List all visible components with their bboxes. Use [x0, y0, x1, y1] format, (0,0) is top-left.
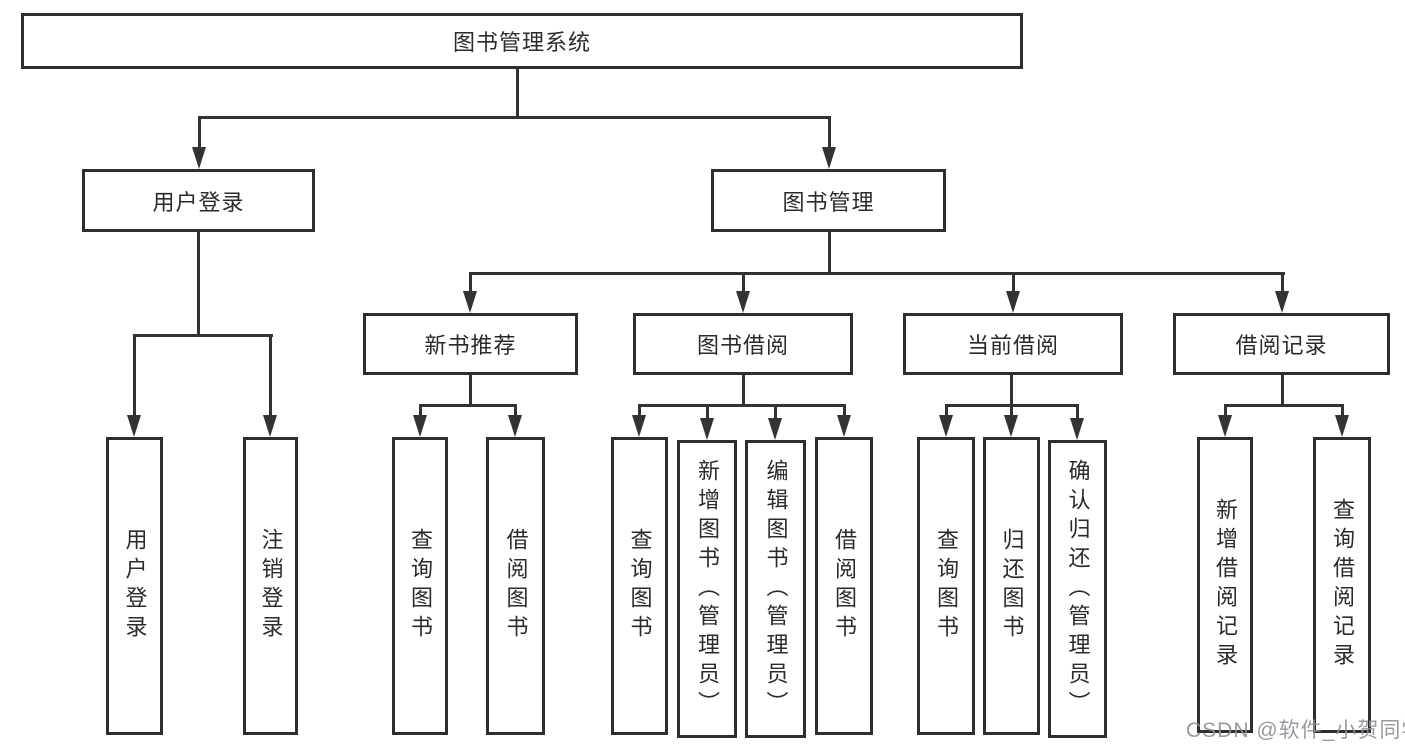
leaf-query-books-borrowing: 查询图书: [611, 437, 668, 735]
leaf-edit-book-admin: 编辑图书（管理员）: [745, 440, 806, 738]
connector-line: [1281, 375, 1284, 407]
leaf-edit-book-admin-label: 编辑图书（管理员）: [763, 458, 789, 720]
arrowhead-down: [508, 415, 522, 437]
leaf-add-book-admin: 新增图书（管理员）: [677, 440, 737, 738]
arrowhead-down: [263, 415, 277, 437]
connector-line: [197, 232, 200, 337]
leaf-logout-label: 注销登录: [258, 528, 284, 644]
leaf-query-books-newrec-label: 查询图书: [408, 528, 433, 644]
node-user-login-label: 用户登录: [152, 189, 245, 215]
leaf-logout: 注销登录: [243, 437, 298, 735]
leaf-query-books-newrec: 查询图书: [392, 437, 448, 735]
node-user-login: 用户登录: [82, 169, 315, 232]
connector-line: [843, 404, 846, 418]
connector-line: [1224, 404, 1344, 407]
leaf-user-login-label: 用户登录: [122, 528, 148, 644]
arrowhead-down: [939, 415, 953, 437]
node-new-book-recommend-label: 新书推荐: [424, 333, 517, 358]
node-book-management: 图书管理: [711, 169, 946, 232]
connector-line: [828, 116, 831, 149]
connector-line: [198, 116, 831, 119]
connector-line: [945, 404, 948, 418]
connector-line: [638, 404, 846, 407]
leaf-borrow-books-borrowing: 借阅图书: [815, 437, 873, 735]
node-borrowing-records: 借阅记录: [1173, 313, 1390, 375]
connector-line: [419, 404, 422, 418]
connector-line: [514, 404, 517, 418]
arrowhead-down: [1070, 418, 1084, 440]
leaf-confirm-return-admin-label: 确认归还（管理员）: [1065, 458, 1091, 720]
arrowhead-down: [413, 415, 427, 437]
arrowhead-down: [463, 291, 477, 313]
connector-line: [1281, 272, 1284, 294]
connector-line: [1010, 404, 1013, 418]
watermark: CSDN @软件_小贺同学: [1186, 719, 1405, 742]
connector-line: [742, 375, 745, 407]
connector-line: [269, 334, 272, 416]
arrowhead-down: [192, 147, 206, 169]
connector-line: [706, 404, 709, 418]
node-current-borrowing-label: 当前借阅: [966, 333, 1059, 358]
arrowhead-down: [736, 291, 750, 313]
connector-line: [133, 334, 136, 416]
connector-line: [1341, 404, 1344, 418]
connector-line: [742, 272, 745, 294]
connector-line: [516, 69, 519, 119]
connector-line: [1012, 272, 1015, 294]
leaf-query-books-current: 查询图书: [917, 437, 975, 735]
leaf-borrow-books-newrec: 借阅图书: [486, 437, 545, 735]
arrowhead-down: [127, 415, 141, 437]
connector-line: [469, 272, 1285, 275]
connector-line: [133, 334, 273, 337]
node-book-management-label: 图书管理: [782, 189, 875, 215]
connector-line: [828, 232, 831, 275]
arrowhead-down: [700, 418, 714, 440]
arrowhead-down: [1004, 415, 1018, 437]
arrowhead-down: [822, 147, 836, 169]
arrowhead-down: [632, 415, 646, 437]
leaf-add-borrow-record-label: 新增借阅记录: [1213, 498, 1238, 672]
connector-line: [419, 404, 517, 407]
connector-line: [469, 375, 472, 407]
node-new-book-recommend: 新书推荐: [363, 313, 578, 375]
node-current-borrowing: 当前借阅: [903, 313, 1123, 375]
leaf-user-login: 用户登录: [106, 437, 163, 735]
leaf-query-books-borrowing-label: 查询图书: [627, 528, 653, 644]
arrowhead-down: [768, 418, 782, 440]
node-book-borrowing: 图书借阅: [633, 313, 853, 375]
leaf-return-books: 归还图书: [983, 437, 1040, 735]
leaf-borrow-books-newrec-label: 借阅图书: [503, 528, 529, 644]
arrowhead-down: [1006, 291, 1020, 313]
connector-line: [1010, 375, 1013, 407]
arrowhead-down: [837, 415, 851, 437]
connector-line: [1076, 404, 1079, 418]
connector-line: [638, 404, 641, 418]
leaf-query-borrow-record-label: 查询借阅记录: [1330, 498, 1355, 672]
connector-line: [198, 116, 201, 149]
arrowhead-down: [1218, 415, 1232, 437]
arrowhead-down: [1335, 415, 1349, 437]
connector-line: [1224, 404, 1227, 418]
leaf-add-book-admin-label: 新增图书（管理员）: [695, 458, 720, 720]
node-library-system-label: 图书管理系统: [452, 30, 591, 55]
leaf-confirm-return-admin: 确认归还（管理员）: [1048, 440, 1107, 738]
leaf-add-borrow-record: 新增借阅记录: [1197, 437, 1253, 733]
node-book-borrowing-label: 图书借阅: [696, 333, 789, 358]
leaf-query-borrow-record: 查询借阅记录: [1313, 437, 1371, 733]
leaf-return-books-label: 归还图书: [999, 528, 1025, 644]
connector-line: [469, 272, 472, 294]
leaf-borrow-books-borrowing-label: 借阅图书: [832, 528, 857, 644]
node-borrowing-records-label: 借阅记录: [1235, 333, 1328, 358]
connector-line: [774, 404, 777, 418]
leaf-query-books-current-label: 查询图书: [934, 528, 959, 644]
node-library-system: 图书管理系统: [21, 13, 1023, 69]
arrowhead-down: [1275, 291, 1289, 313]
